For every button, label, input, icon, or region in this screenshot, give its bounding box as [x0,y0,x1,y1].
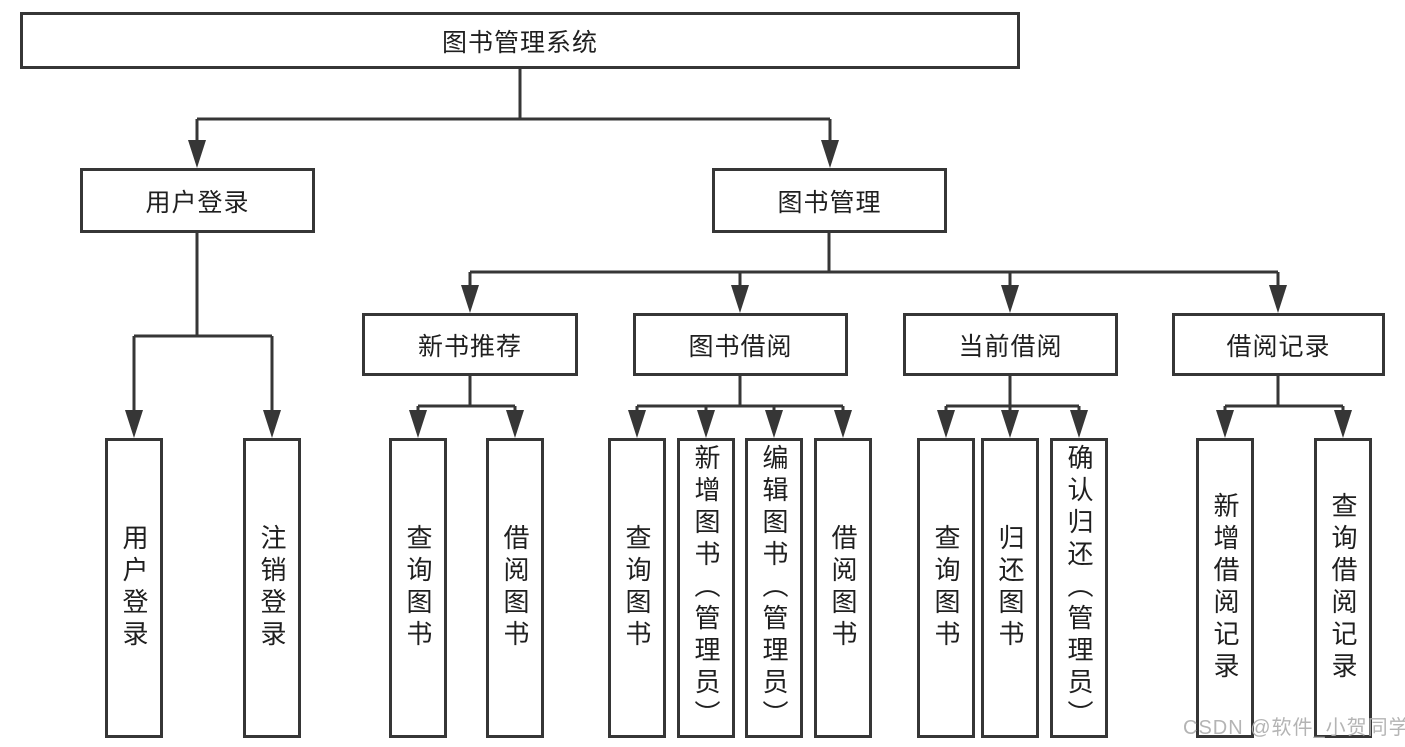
node-leaf-query-book-3: 查询图书 [917,438,975,738]
node-leaf-logout: 注销登录 [243,438,301,738]
node-leaf-borrow-book-1: 借阅图书 [486,438,544,738]
node-book-management-label: 图书管理 [777,188,882,217]
node-leaf-query-book-1: 查询图书 [389,438,447,738]
node-book-borrowing-label: 图书借阅 [688,332,793,361]
node-leaf-query-borrow-record: 查询借阅记录 [1314,438,1372,738]
node-leaf-query-book-1-label: 查询图书 [403,524,433,652]
node-leaf-edit-book-admin: 编辑图书（管理员） [745,438,803,738]
node-leaf-return-book-label: 归还图书 [995,524,1025,652]
node-leaf-borrow-book-2: 借阅图书 [814,438,872,738]
node-leaf-query-book-3-label: 查询图书 [931,524,961,652]
node-new-book-recommend-label: 新书推荐 [417,332,522,361]
node-current-borrowing-label: 当前借阅 [958,332,1063,361]
node-borrowing-records-label: 借阅记录 [1226,332,1331,361]
node-borrowing-records: 借阅记录 [1172,313,1385,376]
node-leaf-borrow-book-2-label: 借阅图书 [828,524,858,652]
node-leaf-logout-label: 注销登录 [257,524,287,652]
node-root: 图书管理系统 [20,12,1020,69]
watermark: CSDN @软件_小贺同学 [1183,717,1405,739]
node-leaf-return-book: 归还图书 [981,438,1039,738]
node-leaf-confirm-return-admin: 确认归还（管理员） [1050,438,1108,738]
node-leaf-query-book-2-label: 查询图书 [622,524,652,652]
node-new-book-recommend: 新书推荐 [362,313,578,376]
node-leaf-edit-book-admin-label: 编辑图书（管理员） [759,444,789,732]
node-leaf-add-book-admin: 新增图书（管理员） [677,438,735,738]
node-root-label: 图书管理系统 [441,28,598,57]
node-leaf-query-borrow-record-label: 查询借阅记录 [1328,492,1358,684]
node-current-borrowing: 当前借阅 [903,313,1118,376]
node-leaf-add-borrow-record-label: 新增借阅记录 [1210,492,1240,684]
node-book-borrowing: 图书借阅 [633,313,848,376]
node-leaf-user-login-label: 用户登录 [119,524,149,652]
node-book-management: 图书管理 [712,168,947,233]
node-leaf-borrow-book-1-label: 借阅图书 [500,524,530,652]
node-user-login: 用户登录 [80,168,315,233]
node-leaf-query-book-2: 查询图书 [608,438,666,738]
node-user-login-label: 用户登录 [145,188,250,217]
node-leaf-confirm-return-admin-label: 确认归还（管理员） [1064,444,1094,732]
node-leaf-add-book-admin-label: 新增图书（管理员） [691,444,721,732]
node-leaf-user-login: 用户登录 [105,438,163,738]
node-leaf-add-borrow-record: 新增借阅记录 [1196,438,1254,738]
